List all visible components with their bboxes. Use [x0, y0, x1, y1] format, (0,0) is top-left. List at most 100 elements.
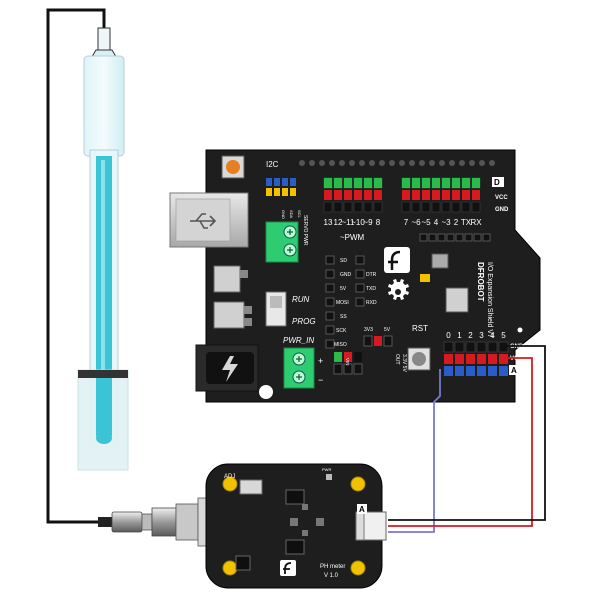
- digital-pin-vcc: [324, 190, 332, 200]
- i2c-pin: [290, 188, 296, 196]
- digital-pin-label: ~3: [441, 218, 451, 227]
- servo-pwr-terminal: [265, 221, 299, 263]
- adj-potentiometer: [239, 479, 263, 495]
- icsp-labels: SD GND 5V MOSI SS SCK MISO DTR TXD RXD: [334, 258, 377, 348]
- analog-pin-vcc: [455, 354, 464, 364]
- out-label: OUT: [394, 354, 400, 365]
- ph-probe: [46, 8, 129, 524]
- digital-pin-gnd: [333, 201, 343, 213]
- digital-pin-gnd: [343, 201, 353, 213]
- d-row-letter: D: [494, 178, 500, 187]
- header-pad: [479, 160, 485, 166]
- out-3v3-5v-label: 3.3V 5V: [401, 354, 407, 372]
- lightning-icon: [222, 356, 238, 382]
- icsp-pin: [355, 269, 365, 279]
- digital-pin-signal: [323, 177, 333, 189]
- i2c-pin: [274, 188, 280, 196]
- pwr-label: PWR: [322, 467, 331, 472]
- three-v3-label: 3V3: [364, 327, 373, 333]
- digital-pin-label: ~5: [421, 218, 431, 227]
- dtr-label: DTR: [366, 272, 377, 278]
- vin-pin: [353, 363, 363, 375]
- sda-label: SDA: [289, 210, 294, 219]
- prog-label: PROG: [292, 317, 316, 326]
- digital-pin-signal: [363, 177, 373, 189]
- digital-pin-signal: [373, 177, 383, 189]
- digital-pin-gnd: [353, 201, 363, 213]
- probe-cable: [46, 8, 106, 524]
- header-pad: [329, 160, 335, 166]
- analog-pin-vcc: [466, 354, 475, 364]
- header-pad: [409, 160, 415, 166]
- wire-vcc-red: [388, 357, 533, 527]
- digital-pin-signal: [353, 177, 363, 189]
- header-pad: [439, 160, 445, 166]
- digital-pin-vcc: [442, 190, 450, 200]
- header-pad: [459, 160, 465, 166]
- gnd-a-label: GND: [510, 344, 524, 350]
- vin-label: VIN: [345, 358, 350, 366]
- power-jack: [195, 344, 259, 392]
- digital-pin-label: ~10: [351, 218, 365, 227]
- icsp-pin: [325, 311, 335, 321]
- servo-pwr-label: SERVO PWR: [302, 215, 308, 246]
- header-pad: [299, 160, 305, 166]
- analog-pin-vcc: [499, 354, 508, 364]
- ss-label: SS: [340, 314, 347, 320]
- header-pad: [449, 160, 455, 166]
- mosi-label: MOSI: [336, 300, 349, 306]
- ph-a-label: A: [359, 505, 365, 514]
- header-pad: [429, 160, 435, 166]
- vin-pin: [333, 363, 343, 375]
- digital-pin-vcc: [462, 190, 470, 200]
- i2c-header: [266, 178, 296, 196]
- analog-header: [443, 341, 509, 376]
- vin-pin: [354, 352, 362, 362]
- header-pin: [428, 233, 437, 242]
- analog-pin-label: 0: [446, 331, 451, 340]
- header-pin: [446, 233, 455, 242]
- digital-pin-gnd: [431, 201, 441, 213]
- icsp-pin: [355, 255, 365, 265]
- icsp-pin: [325, 339, 335, 349]
- digital-pin-vcc: [374, 190, 382, 200]
- digital-pin-vcc: [432, 190, 440, 200]
- i2c-pin: [290, 178, 296, 186]
- digital-pin-label: 12: [334, 218, 343, 227]
- icsp-pin: [325, 325, 335, 335]
- header-pad: [469, 160, 475, 166]
- icsp-pin: [355, 283, 365, 293]
- i2c-label: I2C: [266, 160, 279, 169]
- ph-meter-board: ADJ PWR A PH meter V 1.0: [205, 463, 387, 589]
- icsp-pin: [325, 283, 335, 293]
- analog-pin-gnd: [487, 341, 498, 353]
- analog-pin-signal: [477, 366, 486, 376]
- minus-symbol: −: [318, 375, 323, 385]
- digital-pin-vcc: [452, 190, 460, 200]
- icsp-pin: [325, 255, 335, 265]
- a-row-label: A: [511, 366, 517, 375]
- header-pad: [319, 160, 325, 166]
- five-v-label: 5V: [340, 286, 347, 292]
- analog-pin-vcc: [477, 354, 486, 364]
- digital-pin-vcc: [402, 190, 410, 200]
- digital-pin-label: 7: [404, 218, 409, 227]
- digital-pin-gnd: [441, 201, 451, 213]
- wire-gnd-black: [388, 345, 546, 521]
- digital-pin-vcc: [412, 190, 420, 200]
- i2c-pin: [266, 178, 272, 186]
- analog-pin-gnd: [476, 341, 487, 353]
- digital-pin-signal: [411, 177, 421, 189]
- digital-pin-gnd: [411, 201, 421, 213]
- header-pad: [489, 160, 495, 166]
- digital-pin-label: 8: [376, 218, 381, 227]
- analog-pin-signal: [444, 366, 453, 376]
- digital-pin-vcc: [344, 190, 352, 200]
- df-logo-icon: [388, 250, 401, 270]
- ph-output-connector: [363, 511, 387, 541]
- pwr-in-label: PWR_IN: [283, 336, 314, 345]
